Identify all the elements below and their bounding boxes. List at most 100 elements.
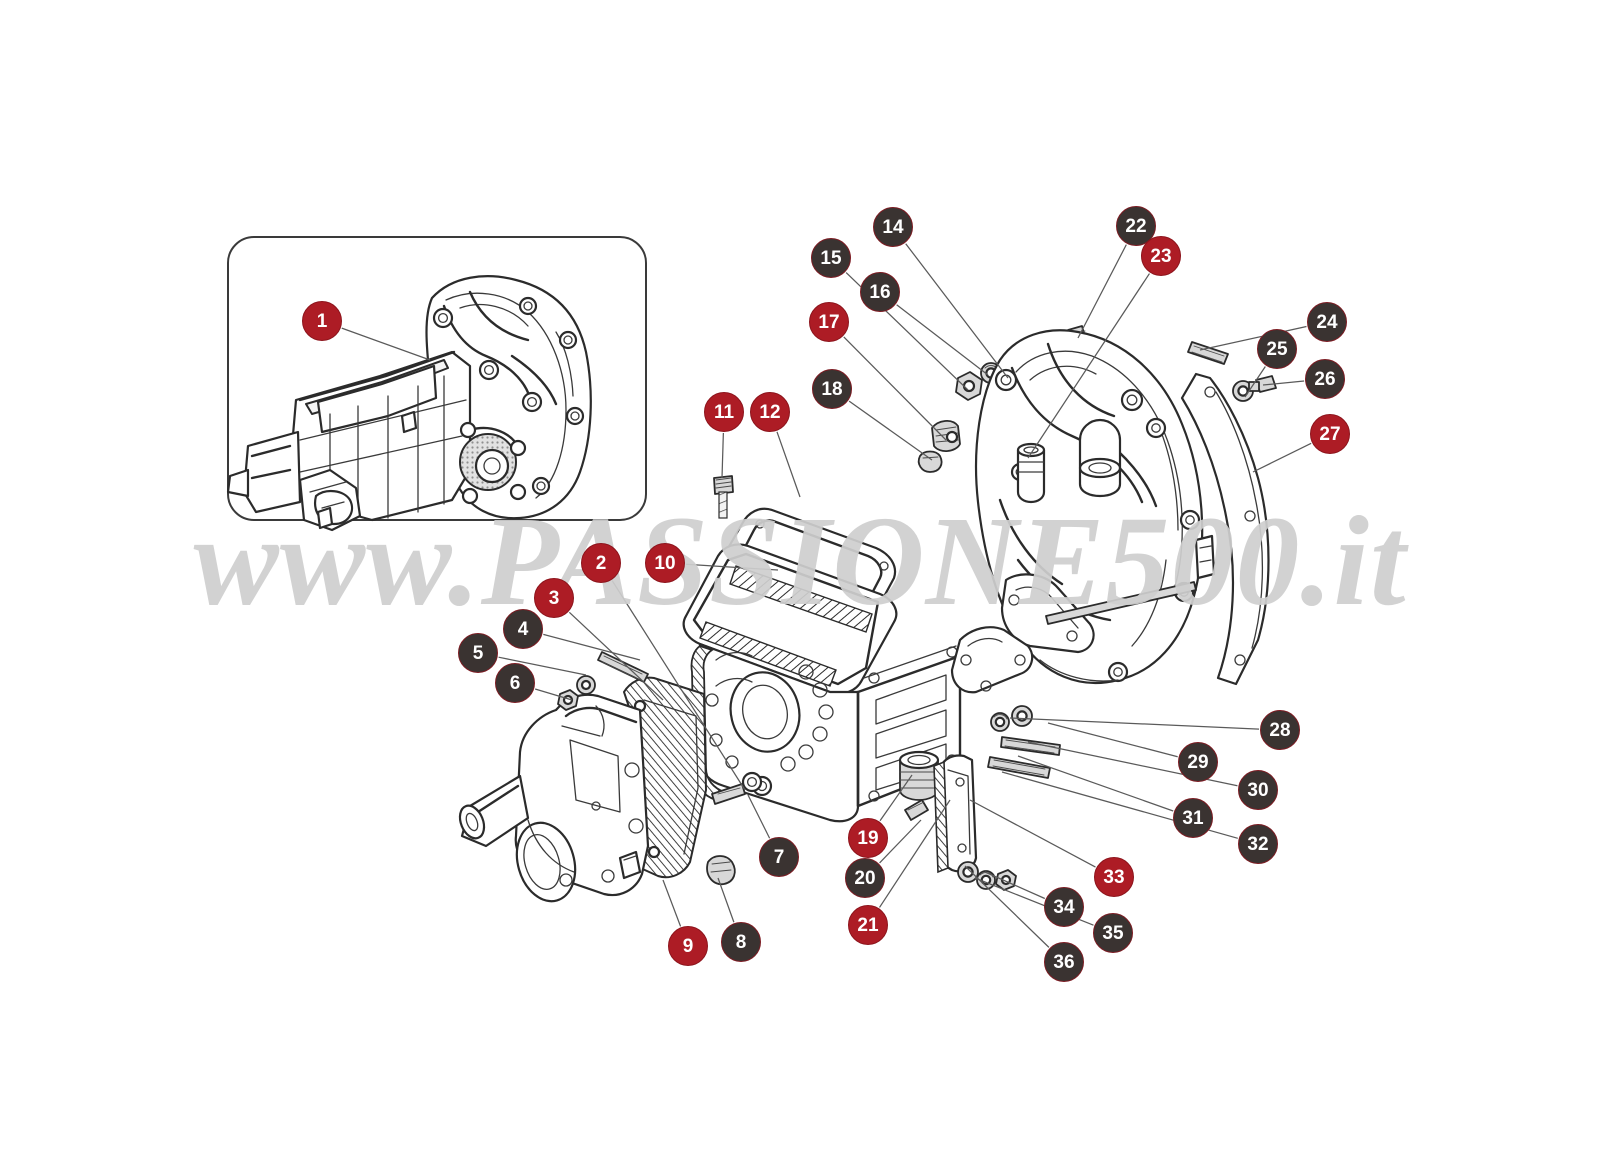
leader-line-14: [905, 243, 1009, 379]
part-cover-stud: [713, 475, 734, 519]
leader-line-7: [747, 794, 771, 839]
callout-12-label: 12: [759, 401, 781, 423]
leader-line-2: [611, 580, 746, 791]
callout-1[interactable]: 1: [302, 301, 342, 341]
leader-line-21: [878, 799, 951, 908]
part-nut-6: [557, 689, 579, 711]
callout-17[interactable]: 17: [809, 302, 849, 342]
part-small-bush: [706, 855, 736, 886]
leader-line-9: [662, 879, 682, 927]
leader-line-17: [843, 336, 947, 441]
leader-line-3: [568, 611, 664, 701]
callout-26-label: 26: [1314, 368, 1336, 390]
leader-line-6: [534, 688, 573, 701]
callout-36-label: 36: [1053, 951, 1075, 973]
part-cover-shield: [1180, 372, 1270, 686]
leader-line-34: [984, 871, 1046, 900]
callout-1-label: 1: [316, 310, 328, 332]
callout-2[interactable]: 2: [581, 543, 621, 583]
callout-18-label: 18: [821, 378, 843, 400]
callout-19[interactable]: 19: [848, 818, 888, 858]
part-bushing-17: [931, 420, 961, 452]
callout-16-label: 16: [869, 281, 891, 303]
callout-14-label: 14: [882, 216, 904, 238]
callout-14[interactable]: 14: [873, 207, 913, 247]
part-bolt-26: [1248, 375, 1277, 393]
leader-line-19: [879, 774, 913, 822]
leader-line-23: [1027, 273, 1150, 459]
callout-11[interactable]: 11: [704, 392, 744, 432]
callout-23[interactable]: 23: [1141, 236, 1181, 276]
callout-30[interactable]: 30: [1238, 770, 1278, 810]
callout-35-label: 35: [1102, 922, 1124, 944]
part-dowel-18: [917, 450, 943, 473]
leader-line-22: [1077, 244, 1127, 339]
part-side-cover-plate: [933, 754, 978, 874]
callout-3[interactable]: 3: [534, 578, 574, 618]
callout-12[interactable]: 12: [750, 392, 790, 432]
callout-28[interactable]: 28: [1260, 710, 1300, 750]
callout-17-label: 17: [818, 311, 840, 333]
callout-3-label: 3: [548, 587, 560, 609]
leader-line-16: [896, 304, 989, 376]
callout-10[interactable]: 10: [645, 543, 685, 583]
callout-24-label: 24: [1316, 311, 1338, 333]
callout-11-label: 11: [713, 401, 735, 423]
bell-housing-boss-b: [1078, 418, 1122, 498]
callout-26[interactable]: 26: [1305, 359, 1345, 399]
callout-28-label: 28: [1269, 719, 1291, 741]
part-pin-20: [904, 799, 929, 821]
callout-29[interactable]: 29: [1178, 742, 1218, 782]
part-washer-5: [576, 675, 596, 695]
callout-33[interactable]: 33: [1094, 857, 1134, 897]
callout-15-label: 15: [820, 247, 842, 269]
inset-assembled-gearbox: [226, 275, 592, 532]
part-stud-4: [597, 651, 649, 683]
part-nut-15: [955, 371, 983, 401]
inset-frame: [227, 236, 647, 521]
leader-line-8: [717, 877, 735, 923]
callout-5-label: 5: [472, 642, 484, 664]
callout-33-label: 33: [1103, 866, 1125, 888]
leader-line-25: [1244, 366, 1266, 398]
callout-2-label: 2: [595, 552, 607, 574]
callout-24[interactable]: 24: [1307, 302, 1347, 342]
callout-25[interactable]: 25: [1257, 329, 1297, 369]
callout-8[interactable]: 8: [721, 922, 761, 962]
part-rear-flange-gasket: [950, 626, 1034, 694]
leader-line-12: [776, 431, 801, 498]
callout-27-label: 27: [1319, 423, 1341, 445]
callout-19-label: 19: [857, 827, 879, 849]
callout-21[interactable]: 21: [848, 905, 888, 945]
callout-31[interactable]: 31: [1173, 798, 1213, 838]
callout-7-label: 7: [773, 846, 785, 868]
leader-line-11: [721, 432, 724, 479]
callout-32[interactable]: 32: [1238, 824, 1278, 864]
callout-27[interactable]: 27: [1310, 414, 1350, 454]
part-washer-32: [990, 712, 1010, 732]
callout-5[interactable]: 5: [458, 633, 498, 673]
callout-20[interactable]: 20: [845, 858, 885, 898]
leader-line-31: [1017, 755, 1174, 812]
callout-6[interactable]: 6: [495, 663, 535, 703]
callout-4[interactable]: 4: [503, 609, 543, 649]
callout-29-label: 29: [1187, 751, 1209, 773]
callout-35[interactable]: 35: [1093, 913, 1133, 953]
part-washer-36: [957, 861, 979, 883]
part-washer-29: [1011, 705, 1033, 727]
callout-16[interactable]: 16: [860, 272, 900, 312]
callout-36[interactable]: 36: [1044, 942, 1084, 982]
part-washer-35: [976, 870, 996, 890]
callout-15[interactable]: 15: [811, 238, 851, 278]
leader-line-33: [969, 799, 1096, 868]
callout-7[interactable]: 7: [759, 837, 799, 877]
callout-9[interactable]: 9: [668, 926, 708, 966]
callout-25-label: 25: [1266, 338, 1288, 360]
leader-line-5: [498, 656, 587, 676]
part-nut-34: [995, 869, 1017, 891]
callout-34[interactable]: 34: [1044, 887, 1084, 927]
callout-6-label: 6: [509, 672, 521, 694]
callout-34-label: 34: [1053, 896, 1075, 918]
callout-18[interactable]: 18: [812, 369, 852, 409]
